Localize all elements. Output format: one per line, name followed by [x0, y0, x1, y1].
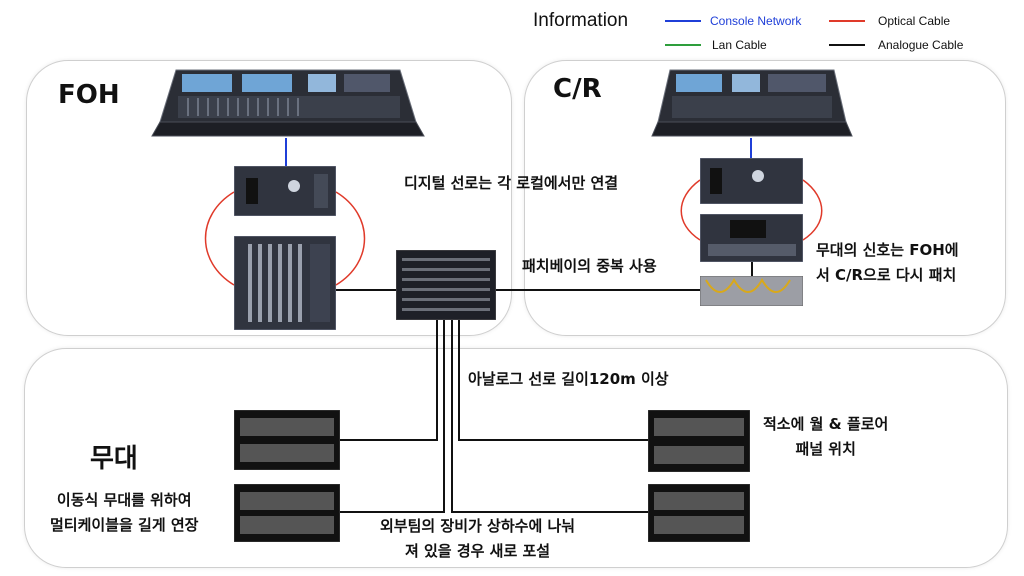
note-external-team-line1: 외부팀의 장비가 상하수에 나눠 — [380, 517, 576, 535]
note-cr-signal-line1: 무대의 신호는 FOH에 — [816, 241, 959, 259]
stage-run-left-bottom — [340, 320, 445, 513]
stage-box-left-bottom — [234, 484, 340, 542]
foh-console — [151, 69, 425, 137]
note-external-team: 외부팀의 장비가 상하수에 나눠 져 있을 경우 새로 포설 — [380, 514, 575, 564]
legend-label-optical-cable: Optical Cable — [878, 14, 951, 28]
foh-io-rack — [234, 236, 336, 330]
foh-optical-left — [204, 191, 235, 286]
note-cr-signal-line2: 서 C/R으로 다시 패치 — [816, 266, 957, 284]
legend-line-analogue-cable — [829, 44, 865, 46]
foh-dsp-engine — [234, 166, 336, 216]
note-external-team-line2: 져 있을 경우 새로 포설 — [404, 542, 551, 560]
stage-box-left-top — [234, 410, 340, 470]
stage-region — [24, 348, 1008, 568]
stage-box-right-top — [648, 410, 750, 472]
foh-title: FOH — [58, 80, 120, 110]
stage-run-right-bottom — [451, 320, 648, 513]
legend-label-console-network: Console Network — [710, 14, 802, 28]
cr-optical-left — [680, 179, 701, 241]
stage-title: 무대 — [90, 444, 138, 474]
cr-console — [651, 69, 853, 137]
cr-patch-panel — [700, 276, 803, 306]
cr-dsp-engine — [700, 158, 803, 204]
note-analog-length: 아날로그 선로 길이120m 이상 — [468, 370, 669, 388]
patchbay — [396, 250, 496, 320]
stage-box-right-bottom — [648, 484, 750, 542]
legend-title: Information — [533, 10, 629, 31]
cr-title: C/R — [553, 74, 602, 104]
cr-io-rack — [700, 214, 803, 262]
legend-label-analogue-cable: Analogue Cable — [878, 38, 964, 52]
legend-label-lan-cable: Lan Cable — [712, 38, 767, 52]
note-mobile-stage: 이동식 무대를 위하여 멀티케이블을 길게 연장 — [50, 488, 198, 538]
stage-run-right-top — [458, 320, 648, 441]
note-patchbay: 패치베이의 중복 사용 — [522, 257, 657, 275]
legend-line-optical-cable — [829, 20, 865, 22]
note-wall-floor: 적소에 월 & 플로어 패널 위치 — [763, 412, 888, 462]
stage-run-left-top — [340, 320, 438, 441]
foh-optical-right — [335, 191, 366, 286]
cr-optical-right — [802, 179, 823, 241]
note-mobile-stage-line1: 이동식 무대를 위하여 — [56, 491, 192, 509]
note-cr-signal: 무대의 신호는 FOH에 서 C/R으로 다시 패치 — [816, 238, 959, 288]
note-mobile-stage-line2: 멀티케이블을 길게 연장 — [50, 516, 199, 534]
note-wall-floor-line2: 패널 위치 — [795, 440, 856, 458]
note-wall-floor-line1: 적소에 월 & 플로어 — [763, 415, 889, 433]
note-digital: 디지털 선로는 각 로컬에서만 연결 — [404, 174, 619, 192]
legend-line-console-network — [665, 20, 701, 22]
legend-line-lan-cable — [665, 44, 701, 46]
